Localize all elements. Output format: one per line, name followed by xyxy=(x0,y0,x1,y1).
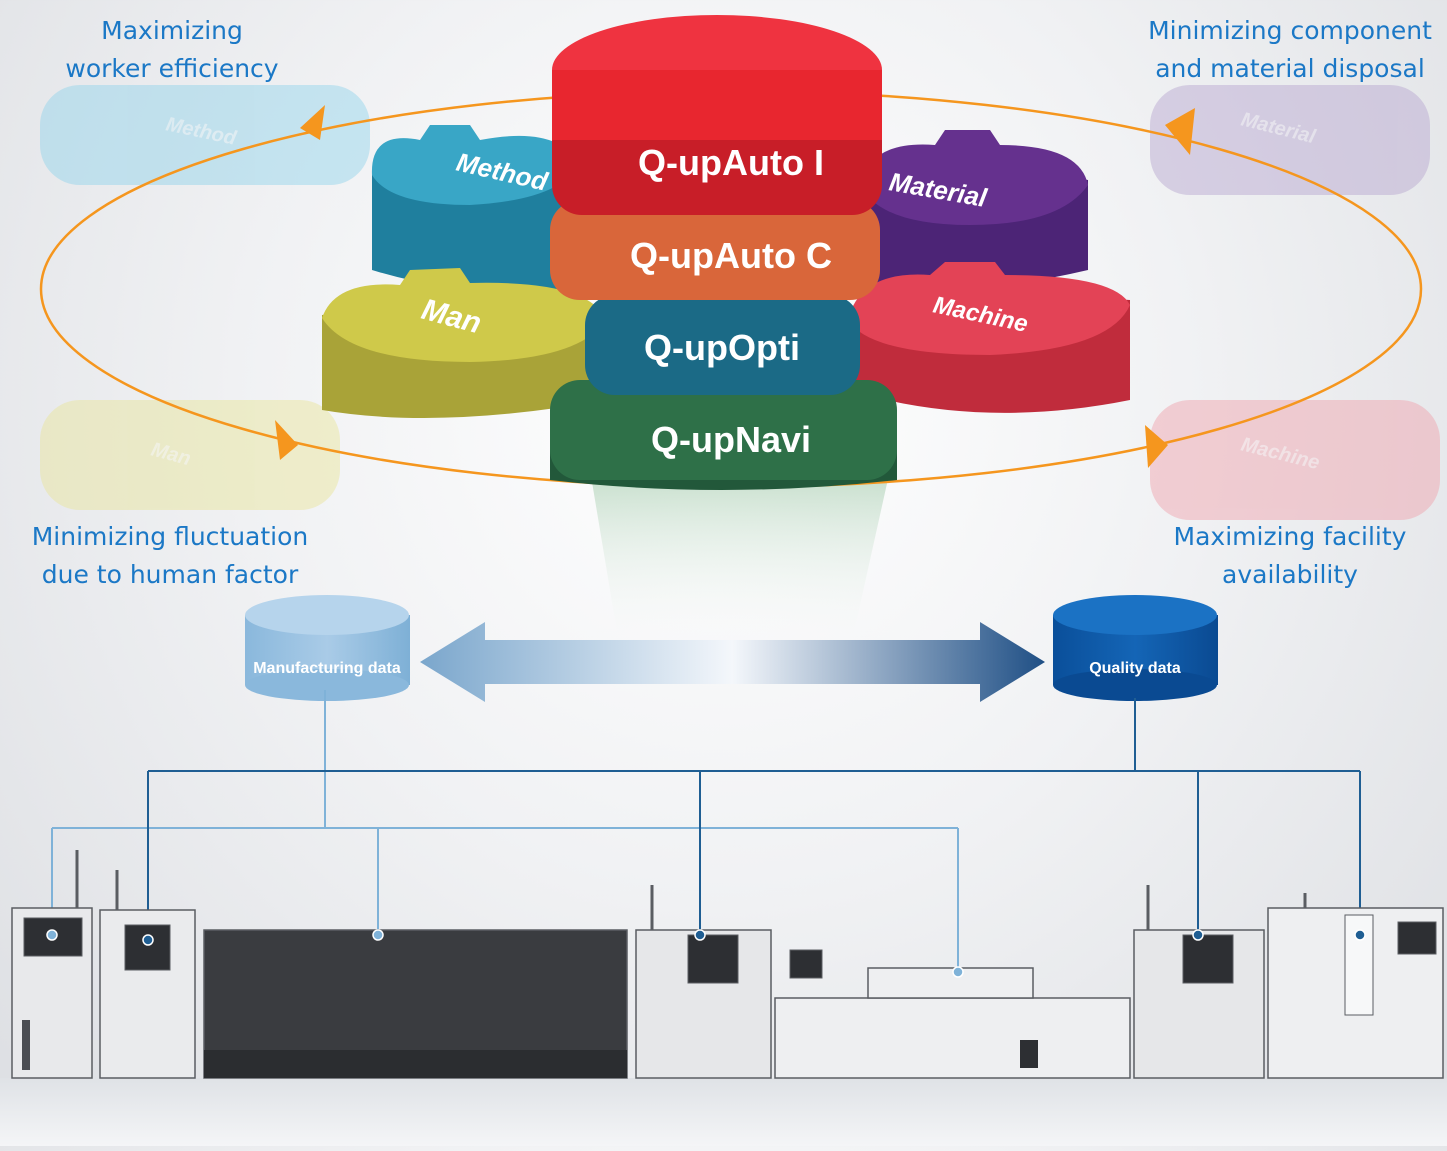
goal-line: Minimizing component xyxy=(1148,16,1432,45)
core-label-navi: Q-upNavi xyxy=(651,419,811,460)
goal-worker-efficiency: Maximizing worker efficiency xyxy=(52,12,292,88)
machine-mounter-line xyxy=(203,929,628,1079)
gear-machine: Machine xyxy=(848,262,1130,413)
core-label-auto-c: Q-upAuto C xyxy=(630,235,832,276)
orbit-arrow-bottom-right xyxy=(1145,425,1168,468)
machine-aoi-1 xyxy=(635,885,772,1079)
database-manufacturing-label: Manufacturing data xyxy=(253,660,401,677)
machine-xray-inspector xyxy=(1267,893,1444,1079)
goal-line: Minimizing fluctuation xyxy=(31,522,309,551)
gear-material: Material xyxy=(860,130,1088,290)
network-lines-manufacturing xyxy=(51,690,959,972)
gear-man: Man xyxy=(322,268,606,418)
core-layer-auto-c: Q-upAuto C xyxy=(550,200,880,300)
ghost-gear-material: Material xyxy=(1150,85,1430,195)
goal-line: Maximizing facility xyxy=(1173,522,1407,551)
orbit-arrow-top-left xyxy=(300,105,325,140)
core-label-opti: Q-upOpti xyxy=(644,327,800,368)
core-layer-opti: Q-upOpti xyxy=(585,295,860,395)
database-manufacturing: Manufacturing data xyxy=(245,595,410,701)
light-beam xyxy=(590,470,890,650)
machine-aoi-2 xyxy=(1133,885,1265,1079)
goal-line: Maximizing xyxy=(101,16,243,45)
core-layer-auto-i: Q-upAuto I xyxy=(552,15,882,215)
database-quality: Quality data xyxy=(1053,595,1218,701)
database-quality-label: Quality data xyxy=(1089,660,1181,677)
gear-method: Method xyxy=(371,125,580,293)
goal-human-factor: Minimizing fluctuation due to human fact… xyxy=(20,518,320,594)
network-lines-quality xyxy=(147,698,1361,940)
goal-line: availability xyxy=(1222,560,1358,589)
core-layer-navi: Q-upNavi xyxy=(550,380,897,490)
core-label-auto-i: Q-upAuto I xyxy=(638,142,824,183)
core-stack: Q-upNavi Q-upOpti Q-upAuto C Q-upAuto I xyxy=(550,15,897,490)
connection-nodes xyxy=(46,929,1366,978)
goal-line: due to human factor xyxy=(41,560,299,589)
floor xyxy=(0,1078,1447,1146)
ghost-gear-machine: Machine xyxy=(1150,400,1440,520)
data-exchange-arrow xyxy=(420,622,1045,702)
orbit-arrow-bottom-left xyxy=(275,420,298,460)
ghost-gear-man: Man xyxy=(40,400,340,510)
goal-facility-availability: Maximizing facility availability xyxy=(1160,518,1420,594)
goal-material-disposal: Minimizing component and material dispos… xyxy=(1140,12,1440,88)
goal-line: worker efficiency xyxy=(65,54,279,83)
machine-reflow-oven xyxy=(774,949,1131,1079)
goal-line: and material disposal xyxy=(1155,54,1425,83)
ghost-gear-method: Method xyxy=(40,85,370,185)
orbit-arrow-top-right xyxy=(1165,108,1195,155)
